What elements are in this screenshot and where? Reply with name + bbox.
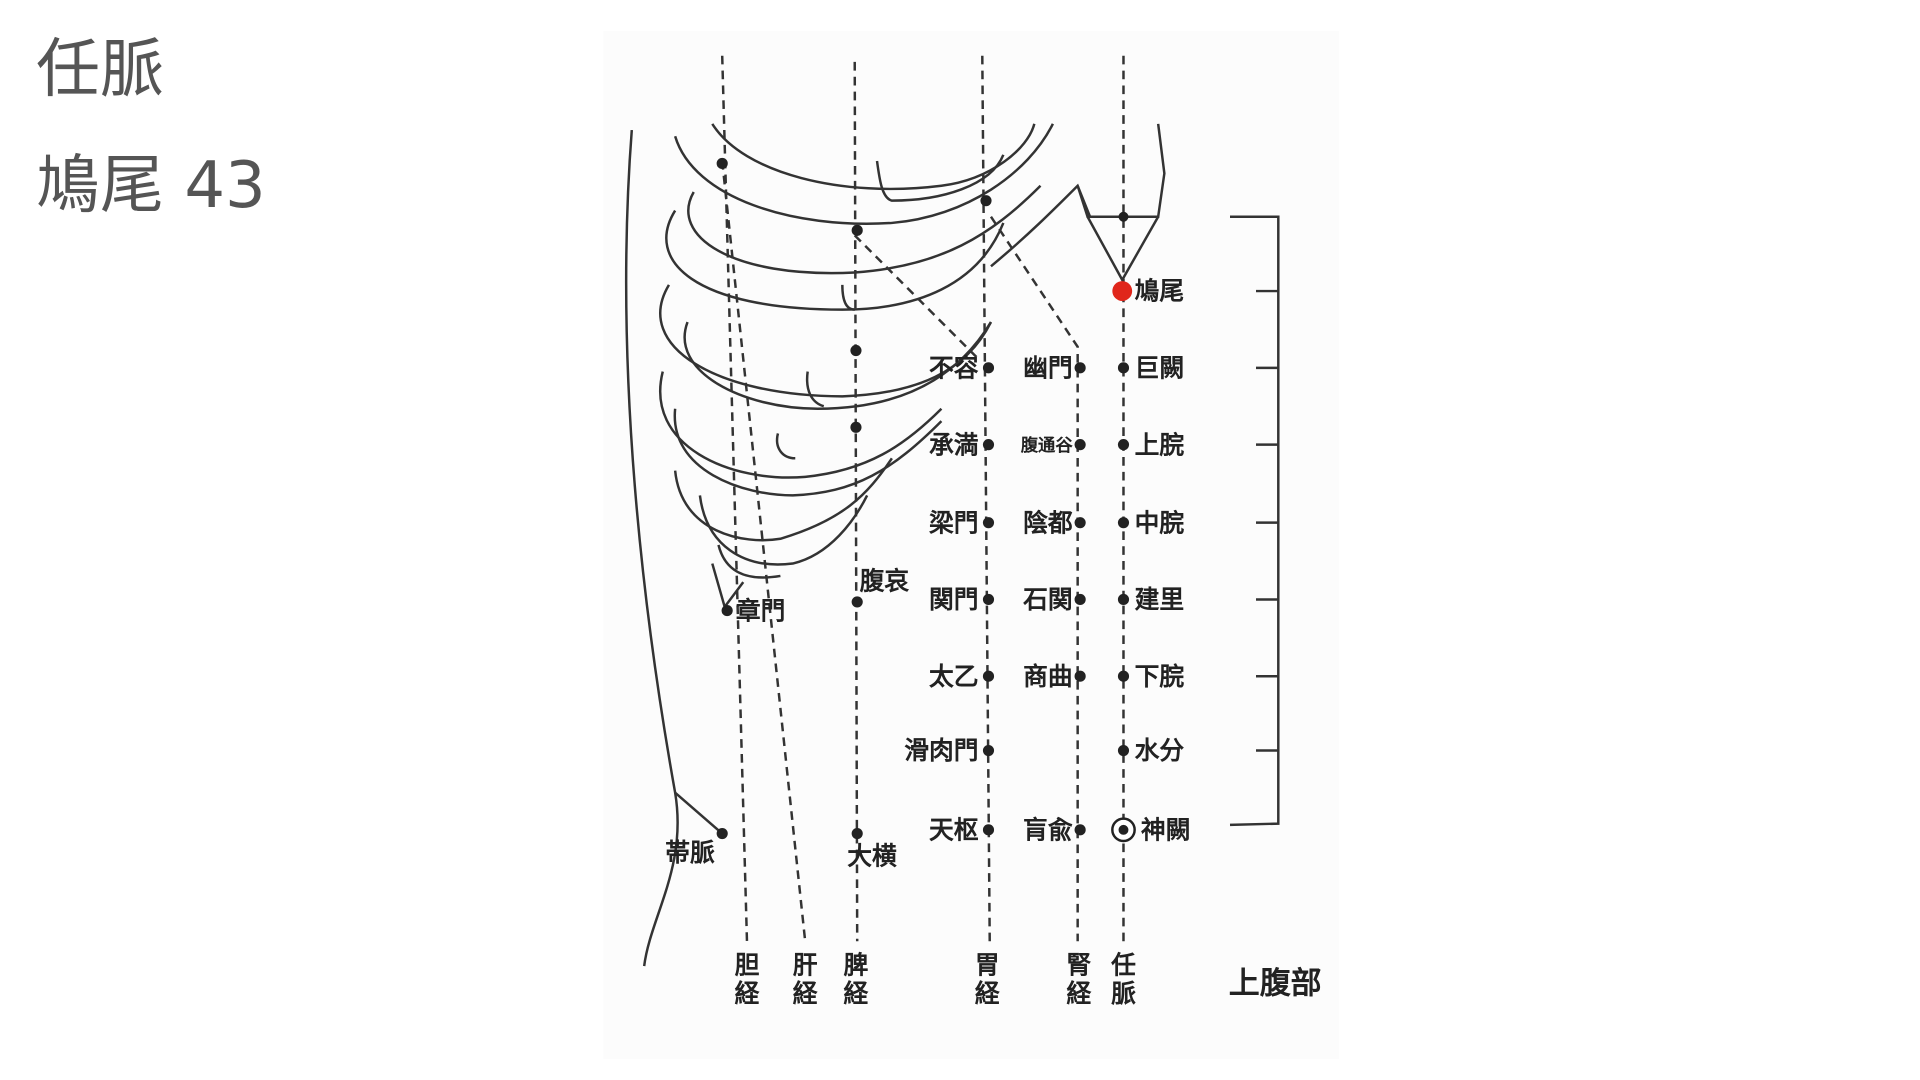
region-bracket bbox=[1229, 215, 1280, 827]
meridian-title: 任脈 bbox=[36, 33, 164, 107]
point-dot[interactable] bbox=[716, 827, 728, 840]
meridian-label-bottom: 経 bbox=[844, 979, 869, 1008]
ren-point-label: 上脘 bbox=[1135, 430, 1185, 459]
point-dot[interactable] bbox=[1117, 439, 1130, 451]
point-dot[interactable] bbox=[851, 596, 863, 608]
meridian-label-bottom: 経 bbox=[735, 979, 760, 1008]
stomach-point-label: 関門 bbox=[929, 585, 979, 614]
point-dot[interactable] bbox=[982, 517, 995, 529]
point-dot[interactable] bbox=[721, 605, 733, 617]
ren-point-label: 建里 bbox=[1135, 585, 1185, 614]
spleen-meridian-line bbox=[853, 61, 859, 942]
stomach-point-label: 不容 bbox=[929, 354, 979, 383]
meridian-label-bottom: 経 bbox=[975, 979, 1000, 1008]
point-label-zhangmen: 章門 bbox=[736, 596, 786, 625]
point-dot[interactable] bbox=[1074, 593, 1086, 606]
meridian-label-top: 肝 bbox=[793, 950, 818, 979]
point-dot[interactable] bbox=[1118, 824, 1129, 835]
kidney-point-label: 陰都 bbox=[1023, 508, 1073, 537]
point-dot[interactable] bbox=[1074, 670, 1086, 682]
meridian-label-bottom: 経 bbox=[793, 979, 818, 1008]
ren-point-label: 神闕 bbox=[1141, 815, 1191, 844]
point-dot[interactable] bbox=[1117, 362, 1130, 374]
meridian-label-top: 腎 bbox=[1067, 950, 1092, 979]
kidney-point-label: 幽門 bbox=[1023, 354, 1073, 383]
meridian-label-top: 脾 bbox=[844, 950, 869, 979]
point-dot[interactable] bbox=[1117, 744, 1130, 757]
point-dot[interactable] bbox=[982, 670, 995, 682]
meridian-label-bottom: 経 bbox=[1067, 979, 1092, 1008]
kidney-point-label: 商曲 bbox=[1023, 662, 1073, 691]
liver-meridian-line bbox=[720, 160, 807, 942]
highlighted-point-dot[interactable] bbox=[1112, 281, 1133, 301]
point-label-fuai: 腹哀 bbox=[860, 567, 910, 596]
point-dot[interactable] bbox=[1117, 593, 1130, 606]
kidney-point-label: 肓兪 bbox=[1023, 815, 1073, 844]
point-dot[interactable] bbox=[982, 824, 995, 836]
stomach-point-label: 天枢 bbox=[929, 815, 979, 844]
point-dot[interactable] bbox=[1074, 362, 1086, 374]
meridian-label-bottom: 脈 bbox=[1111, 979, 1136, 1008]
kidney-point-label: 石関 bbox=[1022, 585, 1073, 614]
point-label-daheng: 大横 bbox=[847, 841, 897, 870]
meridian-label-top: 胆 bbox=[735, 950, 760, 979]
ren-point-label: 下脘 bbox=[1135, 662, 1185, 691]
highlighted-point-label: 鳩尾 bbox=[1135, 277, 1185, 306]
ren-point-label: 巨闕 bbox=[1135, 354, 1185, 383]
point-dot[interactable] bbox=[1117, 517, 1130, 529]
stomach-point-label: 梁門 bbox=[928, 508, 979, 537]
point-dot[interactable] bbox=[982, 439, 995, 451]
stomach-point-label: 承満 bbox=[929, 430, 979, 459]
stomach-point-label: 太乙 bbox=[929, 662, 979, 691]
point-title: 鳩尾 43 bbox=[36, 149, 266, 223]
point-dot[interactable] bbox=[1117, 670, 1130, 682]
point-label-daimai: 帯脈 bbox=[665, 838, 715, 867]
ren-point-label: 中脘 bbox=[1135, 508, 1185, 537]
meridian-label-top: 胃 bbox=[975, 950, 1000, 979]
meridian-label-top: 任 bbox=[1110, 950, 1136, 979]
point-dot[interactable] bbox=[982, 593, 995, 606]
point-dot[interactable] bbox=[982, 362, 995, 374]
point-dot[interactable] bbox=[851, 827, 863, 840]
unlabeled-points bbox=[716, 157, 1129, 433]
kidney-point-label: 腹通谷 bbox=[1021, 435, 1074, 456]
point-dot[interactable] bbox=[1074, 517, 1086, 529]
ren-point-label: 水分 bbox=[1135, 736, 1185, 765]
point-dot[interactable] bbox=[1074, 439, 1086, 451]
point-dot[interactable] bbox=[982, 744, 995, 757]
region-label: 上腹部 bbox=[1229, 965, 1322, 1001]
stomach-point-label: 滑肉門 bbox=[904, 736, 978, 765]
kidney-meridian-line bbox=[853, 216, 1079, 942]
point-dot[interactable] bbox=[1074, 824, 1086, 836]
